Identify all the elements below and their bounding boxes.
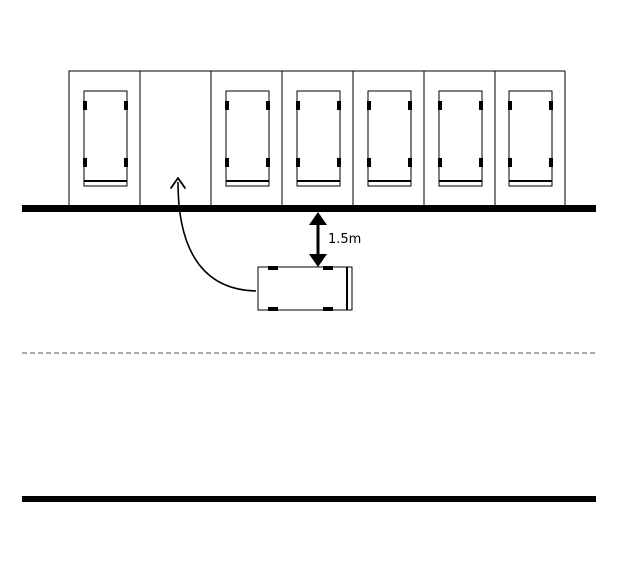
distance-double-arrow	[309, 212, 327, 267]
parking-bay-2-empty	[139, 70, 212, 208]
reversing-arrowhead-icon	[170, 177, 186, 189]
road-edge-line	[22, 496, 596, 502]
kerb-line	[22, 205, 596, 212]
parked-car-1	[83, 90, 128, 187]
parked-car-7	[508, 90, 553, 187]
parked-car-5	[367, 90, 412, 187]
distance-label: 1.5m	[328, 232, 361, 247]
manoeuvring-car	[257, 266, 353, 311]
parked-car-4	[296, 90, 341, 187]
arrow-down-icon	[309, 254, 327, 267]
arrow-up-icon	[309, 212, 327, 225]
reversing-path-arrow	[177, 181, 257, 292]
parked-car-6	[438, 90, 483, 187]
parked-car-3	[225, 90, 270, 187]
